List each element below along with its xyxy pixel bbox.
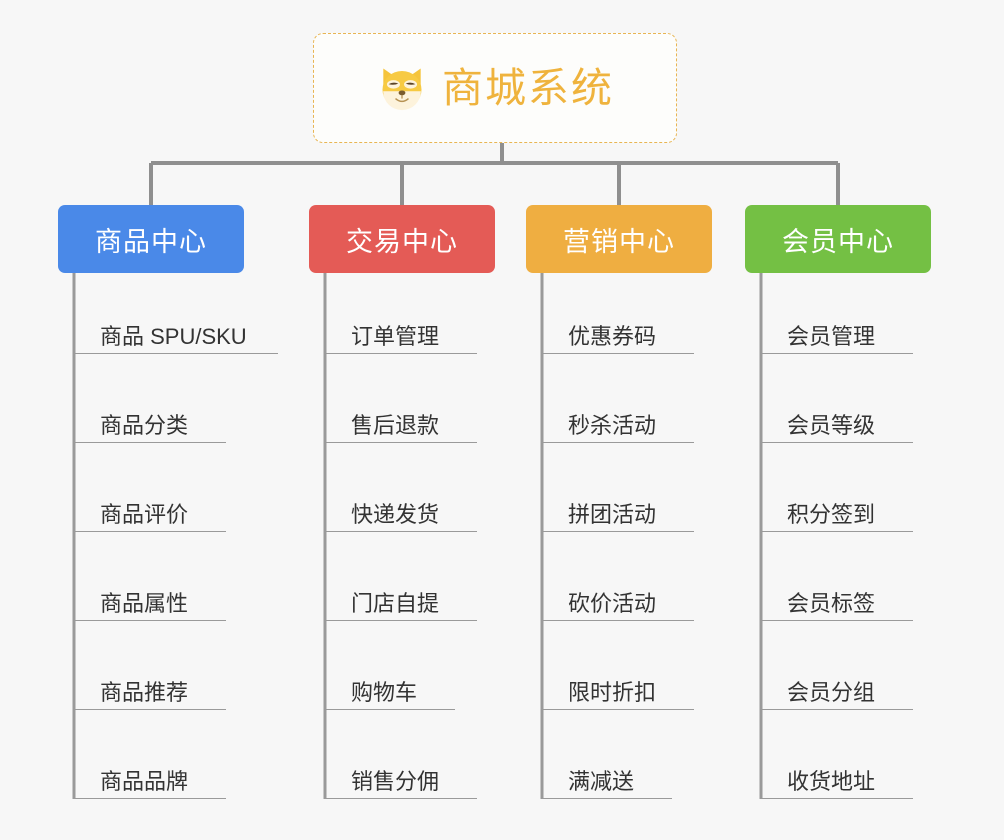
leaf-item[interactable]: 售后退款	[325, 399, 477, 443]
leaf-label: 商品分类	[100, 412, 189, 438]
leaf-item[interactable]: 商品分类	[74, 399, 226, 443]
category-node-1[interactable]: 商品中心	[58, 205, 244, 273]
leaf-label: 满减送	[568, 768, 635, 794]
leaf-item[interactable]: 拼团活动	[542, 488, 694, 532]
category-node-3[interactable]: 营销中心	[526, 205, 712, 273]
leaf-label: 商品评价	[100, 501, 189, 527]
leaf-label: 商品品牌	[100, 768, 189, 794]
leaf-item[interactable]: 会员分组	[761, 666, 913, 710]
leaf-item[interactable]: 会员等级	[761, 399, 913, 443]
shiba-dog-face-icon	[376, 62, 428, 114]
category-label: 交易中心	[346, 226, 458, 257]
leaf-item[interactable]: 优惠券码	[542, 310, 694, 354]
leaf-label: 优惠券码	[568, 323, 657, 349]
leaf-item[interactable]: 商品属性	[74, 577, 226, 621]
leaf-label: 拼团活动	[568, 501, 657, 527]
leaf-label: 砍价活动	[568, 590, 657, 616]
leaf-label: 会员管理	[787, 323, 876, 349]
leaf-label: 销售分佣	[351, 768, 440, 794]
leaf-label: 会员等级	[787, 412, 876, 438]
leaf-label: 订单管理	[351, 323, 440, 349]
leaf-item[interactable]: 商品品牌	[74, 755, 226, 799]
leaf-label: 收货地址	[787, 768, 876, 794]
leaf-item[interactable]: 快递发货	[325, 488, 477, 532]
leaf-item[interactable]: 商品 SPU/SKU	[74, 310, 278, 354]
root-title: 商城系统	[442, 64, 614, 111]
leaf-label: 限时折扣	[568, 679, 657, 705]
category-node-2[interactable]: 交易中心	[309, 205, 495, 273]
leaf-item[interactable]: 会员标签	[761, 577, 913, 621]
leaf-label: 会员标签	[787, 590, 876, 616]
leaf-item[interactable]: 会员管理	[761, 310, 913, 354]
leaf-item[interactable]: 秒杀活动	[542, 399, 694, 443]
leaf-label: 门店自提	[351, 590, 440, 616]
category-label: 会员中心	[782, 226, 894, 257]
leaf-label: 快递发货	[351, 501, 440, 527]
leaf-item[interactable]: 门店自提	[325, 577, 477, 621]
leaf-item[interactable]: 砍价活动	[542, 577, 694, 621]
leaf-item[interactable]: 销售分佣	[325, 755, 477, 799]
category-label: 营销中心	[563, 226, 675, 257]
leaf-label: 购物车	[351, 679, 418, 705]
root-node[interactable]: 商城系统	[313, 33, 677, 143]
category-node-4[interactable]: 会员中心	[745, 205, 931, 273]
leaf-item[interactable]: 商品评价	[74, 488, 226, 532]
leaf-label: 积分签到	[787, 501, 876, 527]
leaf-item[interactable]: 购物车	[325, 666, 455, 710]
leaf-item[interactable]: 商品推荐	[74, 666, 226, 710]
leaf-label: 售后退款	[351, 412, 440, 438]
leaf-item[interactable]: 满减送	[542, 755, 672, 799]
leaf-item[interactable]: 收货地址	[761, 755, 913, 799]
leaf-label: 商品推荐	[100, 679, 189, 705]
leaf-item[interactable]: 限时折扣	[542, 666, 694, 710]
leaf-item[interactable]: 积分签到	[761, 488, 913, 532]
leaf-label: 会员分组	[787, 679, 876, 705]
leaf-label: 商品属性	[100, 590, 189, 616]
leaf-label: 商品 SPU/SKU	[100, 323, 247, 349]
leaf-item[interactable]: 订单管理	[325, 310, 477, 354]
category-label: 商品中心	[95, 226, 207, 257]
leaf-label: 秒杀活动	[568, 412, 657, 438]
